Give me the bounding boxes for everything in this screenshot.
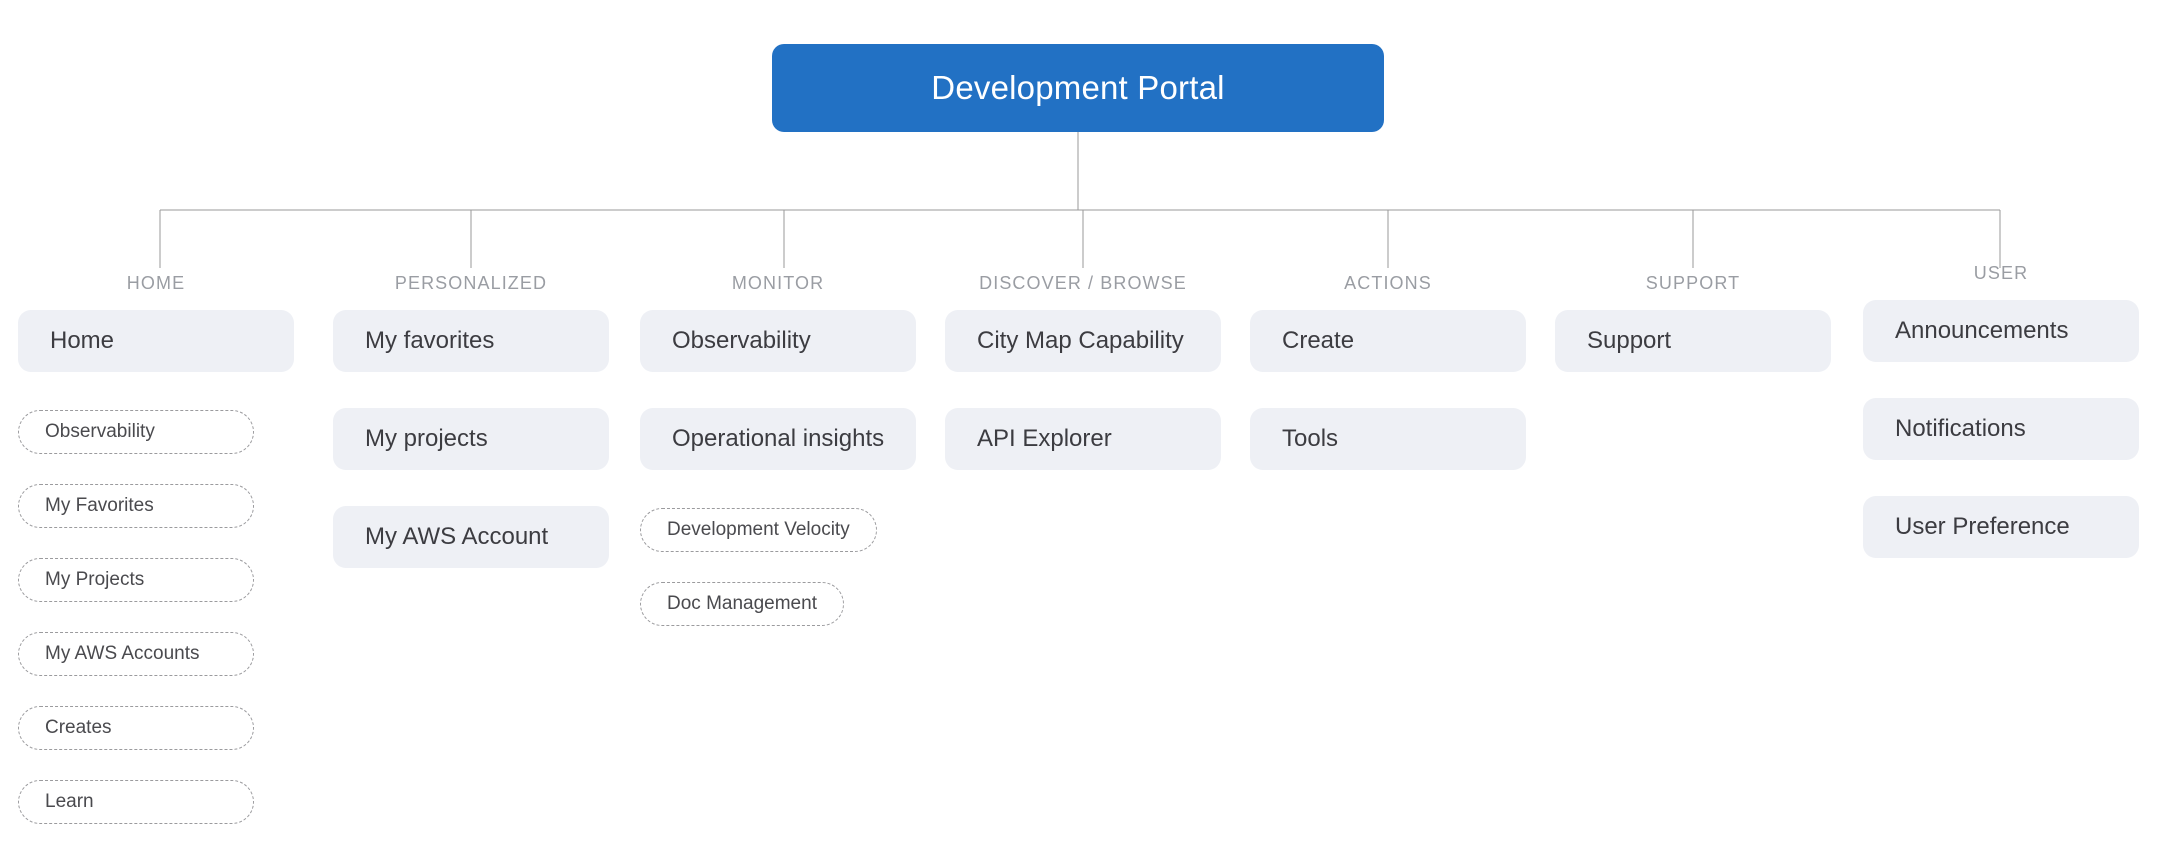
node-label: Support bbox=[1587, 327, 1672, 354]
column-body-support: Support bbox=[1555, 310, 1831, 408]
column-header-personalized: PERSONALIZED bbox=[394, 273, 548, 293]
node-city-map-capability[interactable]: City Map Capability bbox=[945, 310, 1221, 372]
node-development-velocity[interactable]: Development Velocity bbox=[640, 508, 877, 552]
node-label: Learn bbox=[45, 791, 94, 812]
node-label: My Projects bbox=[45, 569, 145, 590]
node-learn[interactable]: Learn bbox=[18, 780, 254, 824]
column-header-support: SUPPORT bbox=[1645, 273, 1741, 293]
node-label: Operational insights bbox=[672, 425, 885, 452]
node-label: Development Velocity bbox=[667, 519, 850, 540]
node-creates[interactable]: Creates bbox=[18, 706, 254, 750]
node-create[interactable]: Create bbox=[1250, 310, 1526, 372]
node-label: User Preference bbox=[1895, 513, 2070, 540]
node-my-favorites[interactable]: My Favorites bbox=[18, 484, 254, 528]
node-doc-management[interactable]: Doc Management bbox=[640, 582, 844, 626]
column-header-user: USER bbox=[1973, 263, 2029, 283]
node-label: My favorites bbox=[365, 327, 495, 354]
node-label: Observability bbox=[672, 327, 811, 354]
column-header-monitor: MONITOR bbox=[731, 273, 825, 293]
node-notifications[interactable]: Notifications bbox=[1863, 398, 2139, 460]
node-announcements[interactable]: Announcements bbox=[1863, 300, 2139, 362]
node-label: Tools bbox=[1282, 425, 1339, 452]
node-label: Announcements bbox=[1895, 317, 2069, 344]
node-tools[interactable]: Tools bbox=[1250, 408, 1526, 470]
node-my-aws-accounts[interactable]: My AWS Accounts bbox=[18, 632, 254, 676]
node-my-favorites[interactable]: My favorites bbox=[333, 310, 609, 372]
node-observability[interactable]: Observability bbox=[18, 410, 254, 454]
node-label: My AWS Account bbox=[365, 523, 549, 550]
column-header-discover-browse: DISCOVER / BROWSE bbox=[979, 273, 1187, 293]
node-label: API Explorer bbox=[977, 425, 1112, 452]
node-my-projects[interactable]: My projects bbox=[333, 408, 609, 470]
node-label: Home bbox=[50, 327, 115, 354]
node-label: My Favorites bbox=[45, 495, 154, 516]
node-support[interactable]: Support bbox=[1555, 310, 1831, 372]
node-my-aws-account[interactable]: My AWS Account bbox=[333, 506, 609, 568]
column-header-home: HOME bbox=[126, 273, 186, 293]
node-label: Observability bbox=[45, 421, 155, 442]
column-personalized: PERSONALIZED My favorites My projects My AW… bbox=[333, 272, 609, 604]
column-body-personalized: My favorites My projects My AWS Account bbox=[333, 310, 609, 604]
column-header-actions: ACTIONS bbox=[1344, 273, 1432, 293]
node-label: Creates bbox=[45, 717, 112, 738]
column-support: SUPPORT Support bbox=[1555, 272, 1831, 408]
node-label: Create bbox=[1282, 327, 1355, 354]
node-label: My AWS Accounts bbox=[45, 643, 200, 664]
node-label: City Map Capability bbox=[977, 327, 1184, 354]
node-operational-insights[interactable]: Operational insights bbox=[640, 408, 916, 470]
node-my-projects[interactable]: My Projects bbox=[18, 558, 254, 602]
node-label: Notifications bbox=[1895, 415, 2026, 442]
root-node-label: Development Portal bbox=[931, 69, 1225, 106]
node-label: Doc Management bbox=[667, 593, 817, 614]
node-user-preference[interactable]: User Preference bbox=[1863, 496, 2139, 558]
node-home[interactable]: Home bbox=[18, 310, 294, 372]
node-observability[interactable]: Observability bbox=[640, 310, 916, 372]
root-node-development-portal[interactable]: Development Portal bbox=[772, 44, 1384, 132]
node-label: My projects bbox=[365, 425, 488, 452]
node-api-explorer[interactable]: API Explorer bbox=[945, 408, 1221, 470]
